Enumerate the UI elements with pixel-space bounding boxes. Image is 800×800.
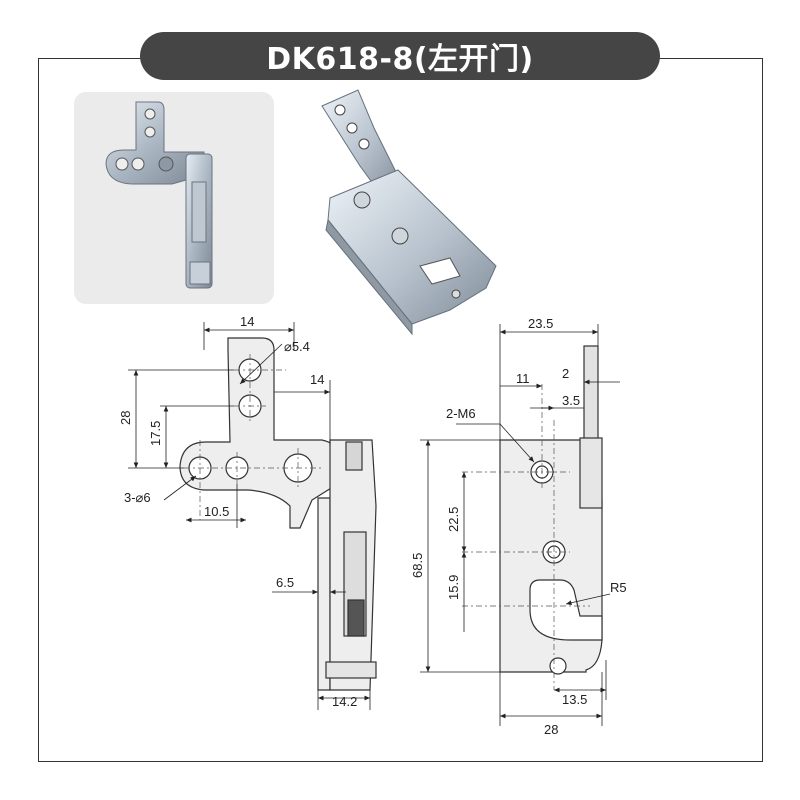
left-dim-hole-dia: ⌀5.4	[284, 339, 310, 354]
left-view-centerlines	[184, 354, 322, 520]
right-dim-13-5: 13.5	[562, 692, 587, 707]
left-dim-holes: 3-⌀6	[124, 490, 151, 505]
right-dim-11: 11	[516, 371, 530, 386]
right-dim-bottom-width: 28	[544, 722, 558, 737]
left-dim-bottom-width: 14.2	[332, 694, 357, 709]
left-dim-height-17-5: 17.5	[148, 421, 163, 446]
right-view-centerlines	[462, 384, 590, 690]
right-view-part	[499, 345, 603, 673]
left-dim-offset-right: 14	[310, 372, 324, 387]
right-dim-15-9: 15.9	[446, 575, 461, 600]
left-dim-thickness: 6.5	[276, 575, 294, 590]
right-dim-radius: R5	[610, 580, 627, 595]
rotary-latch-photo-iso-icon	[321, 89, 497, 336]
right-dim-2: 2	[562, 366, 569, 381]
left-dim-spacing: 10.5	[204, 504, 229, 519]
right-dim-68-5: 68.5	[410, 553, 425, 578]
title-banner: DK618-8(左开门)	[140, 32, 660, 80]
left-dim-height-28: 28	[118, 411, 133, 425]
page-title: DK618-8(左开门)	[266, 42, 534, 77]
left-view-part	[179, 337, 377, 691]
left-dim-top-width: 14	[240, 314, 254, 329]
product-photo-iso	[300, 88, 510, 338]
left-view-dimension-lines	[128, 322, 371, 710]
right-view-dimension-lines	[420, 324, 620, 726]
right-dim-22-5: 22.5	[446, 507, 461, 532]
right-dim-thread: 2-M6	[446, 406, 476, 421]
right-dim-3-5: 3.5	[562, 393, 580, 408]
hinge-latch-photo-side-icon	[105, 101, 213, 289]
product-photo-side	[74, 92, 274, 304]
right-dim-top-width: 23.5	[528, 316, 553, 331]
